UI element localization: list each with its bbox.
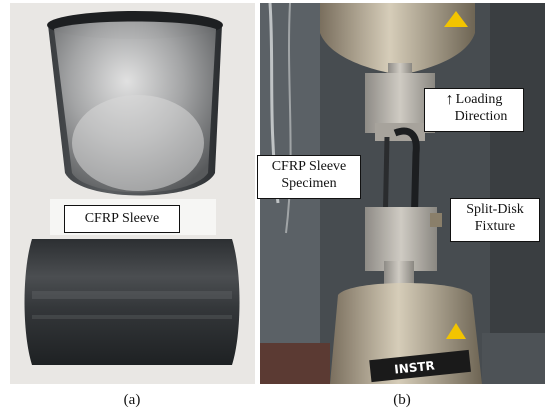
caption-a: (a) [123, 392, 141, 408]
fixture-label-line1: Split-Disk [466, 202, 524, 217]
loading-direction-line1: Loading [455, 92, 503, 107]
machine-brand-text: INSTR [394, 359, 436, 377]
cfrp-sleeve-specimen-label: CFRP Sleeve Specimen [257, 155, 361, 199]
split-disk-fixture-label: Split-Disk Fixture [450, 198, 540, 242]
up-arrow-icon: ↑ [445, 91, 454, 108]
cfrp-sleeve-label: CFRP Sleeve [64, 205, 180, 233]
loading-direction-label: ↑Loading Direction [424, 88, 524, 132]
specimen-label-line2: Specimen [281, 176, 337, 191]
cfrp-sleeve-label-text: CFRP Sleeve [84, 211, 160, 226]
specimen-label-line1: CFRP Sleeve [271, 159, 347, 174]
cfrp-sleeve-photo [10, 3, 255, 384]
photo-panel-a [10, 3, 255, 384]
caption-b: (b) [393, 392, 411, 408]
fixture-label-line2: Fixture [474, 219, 516, 234]
loading-direction-line2: Direction [454, 109, 508, 124]
